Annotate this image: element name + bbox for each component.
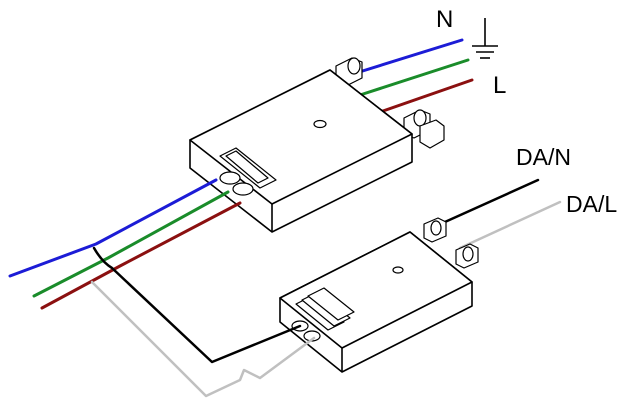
label-live: L — [493, 72, 507, 99]
ground-symbol-icon — [472, 18, 498, 59]
upper-mains-connector — [189, 69, 413, 233]
live-wire-front — [40, 201, 242, 310]
label-dali-live: DA/L — [566, 191, 618, 217]
lower-connector-lugs — [423, 217, 479, 269]
label-neutral: N — [436, 6, 454, 33]
dali-n-wire — [434, 178, 540, 228]
dali-l-wire-front — [90, 280, 316, 398]
dali-n-wire-front — [92, 246, 302, 364]
earth-wire-front — [32, 190, 230, 298]
dali-l-wire — [458, 200, 562, 250]
neutral-wire-front — [8, 178, 218, 278]
lower-dali-connector — [279, 231, 473, 373]
label-dali-neutral: DA/N — [516, 144, 571, 170]
earth-wire — [358, 58, 470, 97]
live-wire — [378, 78, 474, 114]
upper-connector-lugs — [335, 57, 445, 149]
